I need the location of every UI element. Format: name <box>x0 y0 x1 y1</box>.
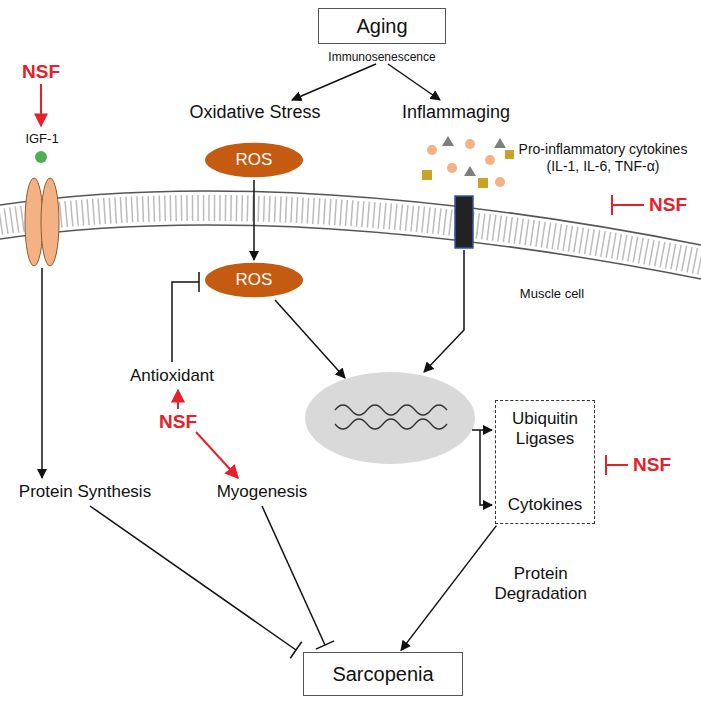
cell-membrane <box>0 191 701 279</box>
edge-label: Protein Degradation <box>486 564 596 605</box>
inhibit-line <box>90 506 296 650</box>
particle <box>495 177 505 187</box>
text-label: Protein Synthesis <box>19 482 151 502</box>
particle <box>427 145 437 155</box>
node-text: Sarcopenia <box>332 662 433 686</box>
text-label: IGF-1 <box>25 131 58 147</box>
cytokine-particles <box>422 136 514 188</box>
particle <box>442 136 454 146</box>
text-label: Inflammaging <box>402 102 510 124</box>
ros-shape <box>205 143 303 178</box>
nsf-arrow <box>177 390 179 409</box>
target-box: Ubiquitin LigasesCytokines <box>495 400 595 524</box>
particle <box>465 139 475 149</box>
nucleus <box>305 372 475 464</box>
connector-arrow <box>253 180 255 260</box>
node-text: Ubiquitin Ligases <box>500 409 590 450</box>
arrow <box>388 64 440 100</box>
text-label: Pro-inflammatory cytokines (IL-1, IL-6, … <box>513 141 693 175</box>
text-label: Immunosenescence <box>328 50 435 64</box>
text-label: Myogenesis <box>217 482 308 502</box>
particle <box>485 155 495 165</box>
arrow <box>424 250 464 372</box>
inhibit-line <box>262 506 325 645</box>
igf-receptor <box>25 178 43 266</box>
node-text: Aging <box>356 14 407 38</box>
process-box: Sarcopenia <box>303 652 463 696</box>
particle <box>447 163 457 173</box>
nsf-inhibit-line <box>612 204 644 206</box>
arrow <box>472 429 492 431</box>
ros-shape <box>205 263 303 298</box>
agent-label: NSF <box>649 194 687 217</box>
dna-strand <box>335 405 447 415</box>
ros-ellipse: ROS <box>204 142 304 178</box>
arrows <box>42 64 492 658</box>
connector-arrow <box>401 526 496 651</box>
particle <box>494 138 506 148</box>
process-box: Aging <box>318 8 446 44</box>
nsf-inhibit-bar <box>605 455 607 475</box>
text-label: Oxidative Stress <box>189 102 320 124</box>
membrane-lipids <box>0 208 701 262</box>
particle <box>422 170 432 180</box>
inhibit-bar <box>290 642 301 658</box>
agent-label: NSF <box>22 61 60 84</box>
text-label: Muscle cell <box>520 286 584 302</box>
nsf-inhibit-bar <box>611 195 613 215</box>
arrow <box>292 64 376 100</box>
node-text: Cytokines <box>500 495 590 515</box>
inhibit-line <box>172 282 199 362</box>
particle <box>478 178 488 188</box>
nsf-inhibit-line <box>606 464 628 466</box>
ros-ellipse: ROS <box>204 262 304 298</box>
agent-label: NSF <box>633 454 671 477</box>
node-text: ROS <box>236 150 273 170</box>
agent-label: NSF <box>159 411 197 434</box>
inhibit-bar <box>316 641 334 649</box>
text-label: Antioxidant <box>130 366 214 386</box>
nsf-arrow <box>196 432 238 478</box>
cytokine-receptor <box>455 196 473 248</box>
particle <box>505 150 514 159</box>
dna-strand <box>335 419 447 429</box>
igf-ligand <box>35 151 47 163</box>
arrow <box>480 430 492 505</box>
nsf-arrow <box>40 84 42 126</box>
node-text: ROS <box>236 270 273 290</box>
arrow <box>275 300 345 378</box>
particle <box>464 166 476 176</box>
arrow <box>41 268 43 478</box>
membrane-line <box>0 225 701 279</box>
igf-receptor <box>41 178 59 266</box>
inhibit-bar <box>198 272 200 292</box>
